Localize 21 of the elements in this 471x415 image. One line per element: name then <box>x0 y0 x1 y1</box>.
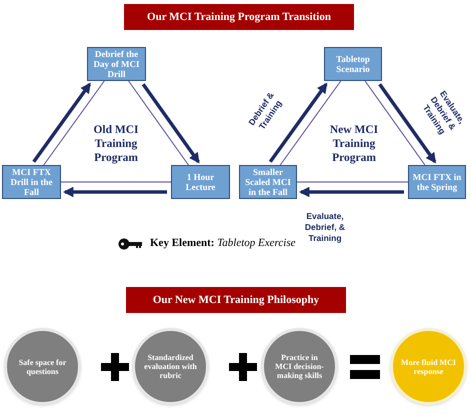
center-label: New MCI Training Program <box>328 123 380 165</box>
process-box: Smaller Scaled MCI in the Fall <box>239 165 297 199</box>
arrow <box>378 83 436 164</box>
process-box: Debrief the Day of MCI Drill <box>87 47 146 81</box>
arrow <box>298 186 404 198</box>
arrow <box>62 186 167 198</box>
process-box: Tabletop Scenario <box>324 47 382 81</box>
connector-line <box>128 80 189 166</box>
title-banner: Our MCI Training Program Transition <box>124 4 354 30</box>
arrow <box>142 83 200 164</box>
process-box: MCI FTX in the Spring <box>408 165 466 199</box>
connector-line <box>43 80 105 166</box>
connector-line <box>280 80 342 166</box>
key-note: Key Element: Tabletop Exercise <box>150 236 297 251</box>
arrow <box>268 82 328 163</box>
center-label: Old MCI Training Program <box>92 123 140 165</box>
process-box: MCI FTX Drill in the Fall <box>2 165 61 199</box>
title-banner: Our New MCI Training Philosophy <box>126 287 346 313</box>
connector-line <box>364 80 426 166</box>
arrow <box>32 82 92 163</box>
process-box: 1 Hour Lecture <box>171 165 230 199</box>
